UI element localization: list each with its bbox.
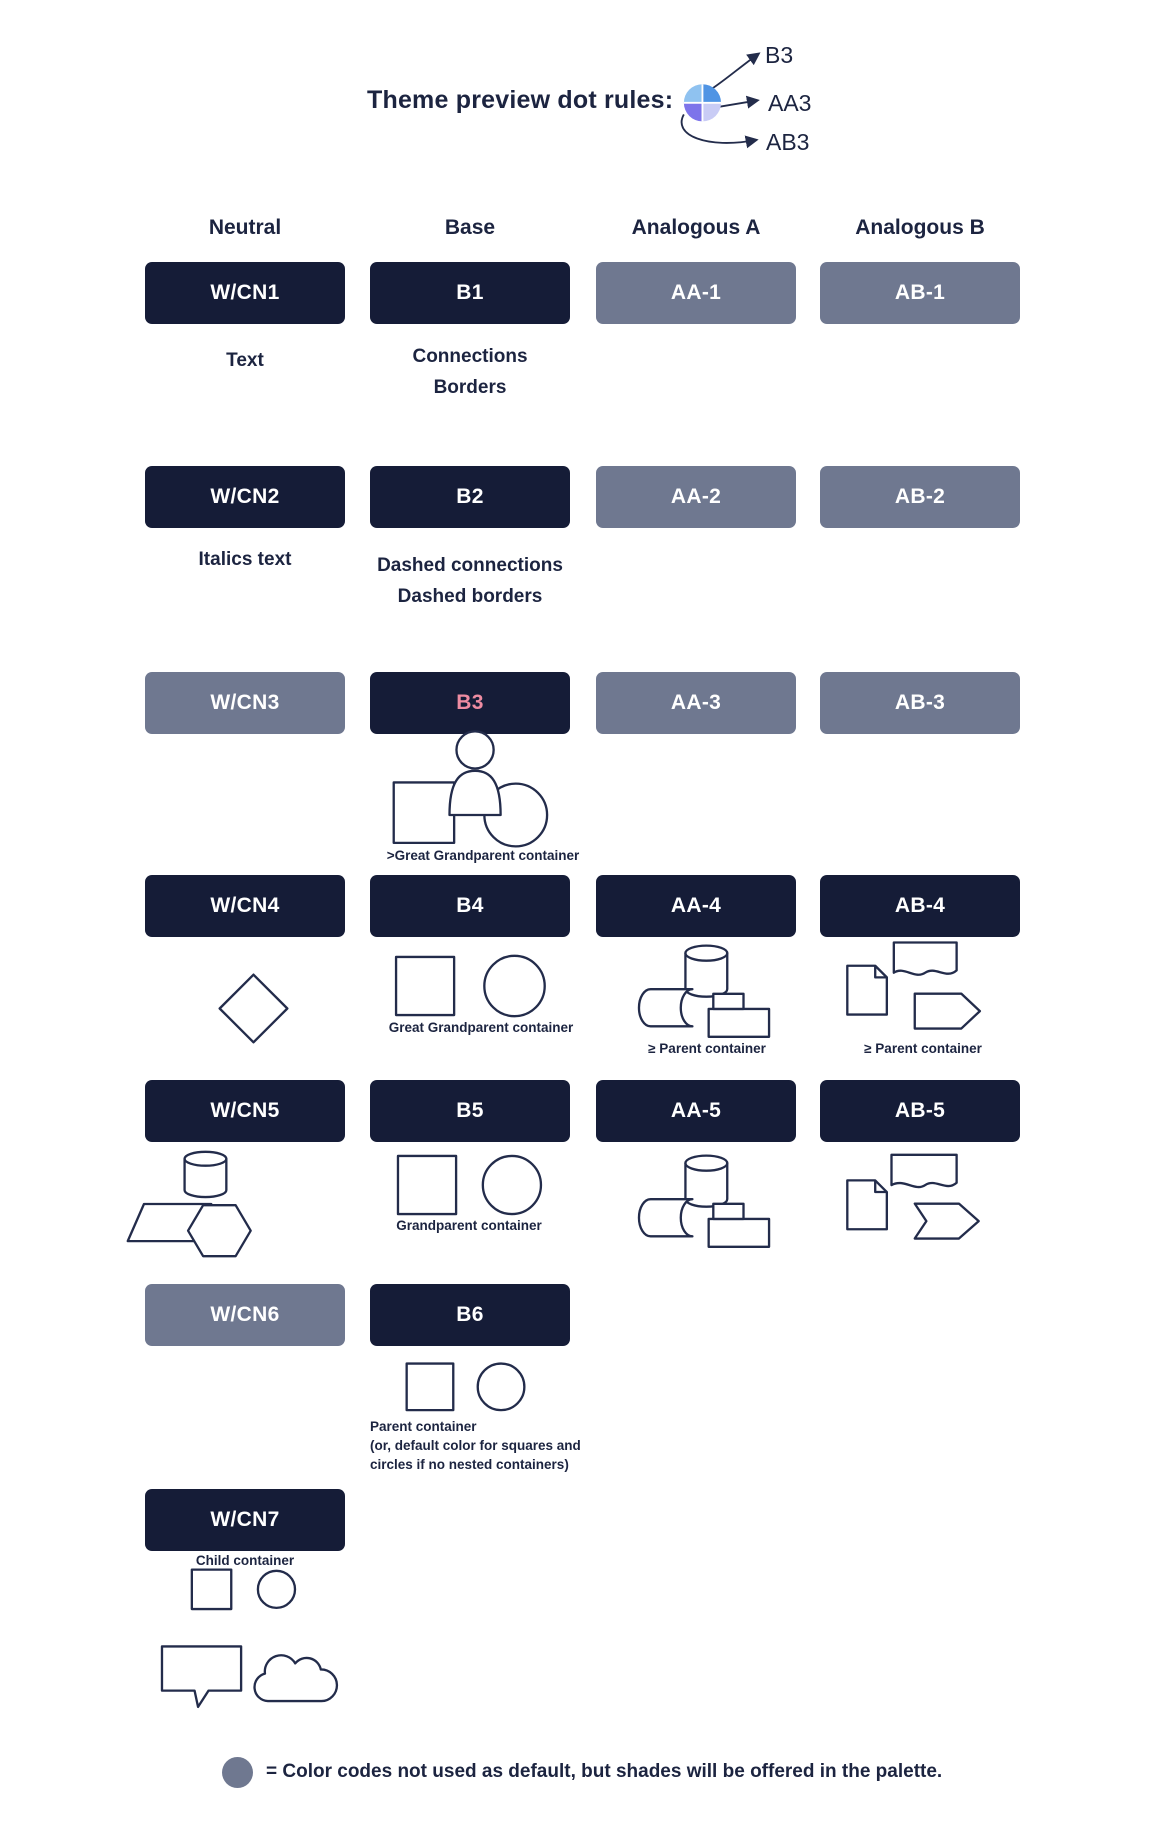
tabbed-rectangle-icon <box>707 1202 771 1248</box>
swatch-b5: B5 <box>370 1080 570 1142</box>
person-icon <box>448 730 502 817</box>
swatch-ab3: AB-3 <box>820 672 1020 734</box>
square-shape <box>392 781 456 845</box>
caption-b1-line1: Connections <box>412 346 528 367</box>
aa4-shape-group <box>637 944 771 1038</box>
swatch-aa3: AA-3 <box>596 672 796 734</box>
swatch-ab1: AB-1 <box>820 262 1020 324</box>
wcn4-shape-group <box>218 973 289 1044</box>
caption-b6-line1: Parent container <box>370 1419 477 1434</box>
swatch-wcn3: W/CN3 <box>145 672 345 734</box>
swatch-b1: B1 <box>370 262 570 324</box>
note-icon <box>846 964 889 1016</box>
swatch-b4: B4 <box>370 875 570 937</box>
caption-b1-line2: Borders <box>433 377 507 398</box>
stored-data-icon <box>637 1198 694 1238</box>
cylinder-icon <box>684 1154 729 1208</box>
square-shape <box>190 1568 233 1611</box>
swatch-aa1: AA-1 <box>596 262 796 324</box>
swatch-b3: B3 <box>370 672 570 734</box>
arrow-to-b3-icon <box>711 52 761 90</box>
circle-shape <box>476 1362 526 1412</box>
swatch-b6: B6 <box>370 1284 570 1346</box>
column-header-neutral: Neutral <box>208 216 282 239</box>
b4-shape-group <box>394 954 546 1018</box>
ab5-shape-group <box>846 1153 980 1240</box>
b5-shape-group <box>396 1154 543 1216</box>
arrow-to-ab3-icon <box>680 113 759 149</box>
swatch-ab4: AB-4 <box>820 875 1020 937</box>
square-shape <box>394 955 456 1017</box>
dot-label-aa3: AA3 <box>768 90 812 116</box>
square-shape <box>405 1362 455 1412</box>
caption-wcn2: Italics text <box>198 549 292 570</box>
swatch-wcn2: W/CN2 <box>145 466 345 528</box>
chevron-icon <box>913 992 982 1030</box>
chevron-icon <box>913 1202 980 1240</box>
swatch-b2: B2 <box>370 466 570 528</box>
b6-shape-group <box>405 1362 526 1412</box>
swatch-aa5: AA-5 <box>596 1080 796 1142</box>
swatch-aa2: AA-2 <box>596 466 796 528</box>
wavy-document-icon <box>890 1153 958 1189</box>
wavy-document-icon <box>892 941 958 976</box>
swatch-ab2: AB-2 <box>820 466 1020 528</box>
caption-b6: Parent container (or, default color for … <box>370 1417 650 1474</box>
caption-b5-shapes: Grandparent container <box>396 1218 542 1233</box>
square-shape <box>396 1154 458 1216</box>
swatch-wcn7: W/CN7 <box>145 1489 345 1551</box>
caption-b2-line1: Dashed connections <box>377 555 563 576</box>
caption-b6-line3: circles if no nested containers) <box>370 1457 569 1472</box>
cloud-icon <box>253 1654 339 1703</box>
caption-wcn7: Child container <box>195 1553 295 1568</box>
aa5-shape-group <box>637 1154 771 1248</box>
wcn5-shape-group <box>126 1150 252 1258</box>
caption-b3-shapes: >Great Grandparent container <box>386 848 580 863</box>
swatch-wcn5: W/CN5 <box>145 1080 345 1142</box>
caption-b6-line2: (or, default color for squares and <box>370 1438 581 1453</box>
swatch-aa4: AA-4 <box>596 875 796 937</box>
column-header-analogous-a: Analogous A <box>631 216 761 239</box>
circle-shape <box>481 1154 543 1216</box>
legend-dot-icon <box>222 1757 253 1788</box>
swatch-wcn6: W/CN6 <box>145 1284 345 1346</box>
wcn7-shape-group-2 <box>160 1645 339 1709</box>
dot-label-b3: B3 <box>765 42 794 68</box>
diamond-shape <box>218 973 289 1044</box>
swatch-wcn4: W/CN4 <box>145 875 345 937</box>
speech-bubble-icon <box>160 1645 243 1709</box>
column-header-base: Base <box>444 216 496 239</box>
caption-b2: Dashed connections Dashed borders <box>340 550 600 612</box>
swatch-ab5: AB-5 <box>820 1080 1020 1142</box>
arrow-to-aa3-icon <box>715 95 760 109</box>
cylinder-icon <box>684 944 729 998</box>
wcn7-shape-group <box>190 1568 297 1611</box>
caption-b1: Connections Borders <box>370 341 570 403</box>
hexagon-icon <box>186 1204 252 1258</box>
caption-b2-line2: Dashed borders <box>397 586 543 607</box>
caption-aa4-shapes: ≥ Parent container <box>648 1041 766 1056</box>
circle-shape <box>483 954 546 1018</box>
caption-ab4-shapes: ≥ Parent container <box>864 1041 982 1056</box>
ab4-shape-group <box>846 941 982 1030</box>
theme-preview-dot-diagram <box>680 52 761 149</box>
column-header-analogous-b: Analogous B <box>855 216 985 239</box>
note-icon <box>846 1179 889 1231</box>
b3-shape-group <box>392 730 549 848</box>
legend-text: = Color codes not used as default, but s… <box>266 1761 943 1782</box>
page-title: Theme preview dot rules: <box>367 86 674 114</box>
caption-b4-shapes: Great Grandparent container <box>388 1020 574 1035</box>
caption-wcn1: Text <box>226 350 264 371</box>
cylinder-icon <box>183 1150 228 1199</box>
tabbed-rectangle-icon <box>707 992 771 1038</box>
stored-data-icon <box>637 988 694 1028</box>
theme-preview-dot-icon <box>683 84 722 122</box>
swatch-wcn1: W/CN1 <box>145 262 345 324</box>
dot-label-ab3: AB3 <box>766 129 810 155</box>
circle-shape <box>256 1569 297 1610</box>
